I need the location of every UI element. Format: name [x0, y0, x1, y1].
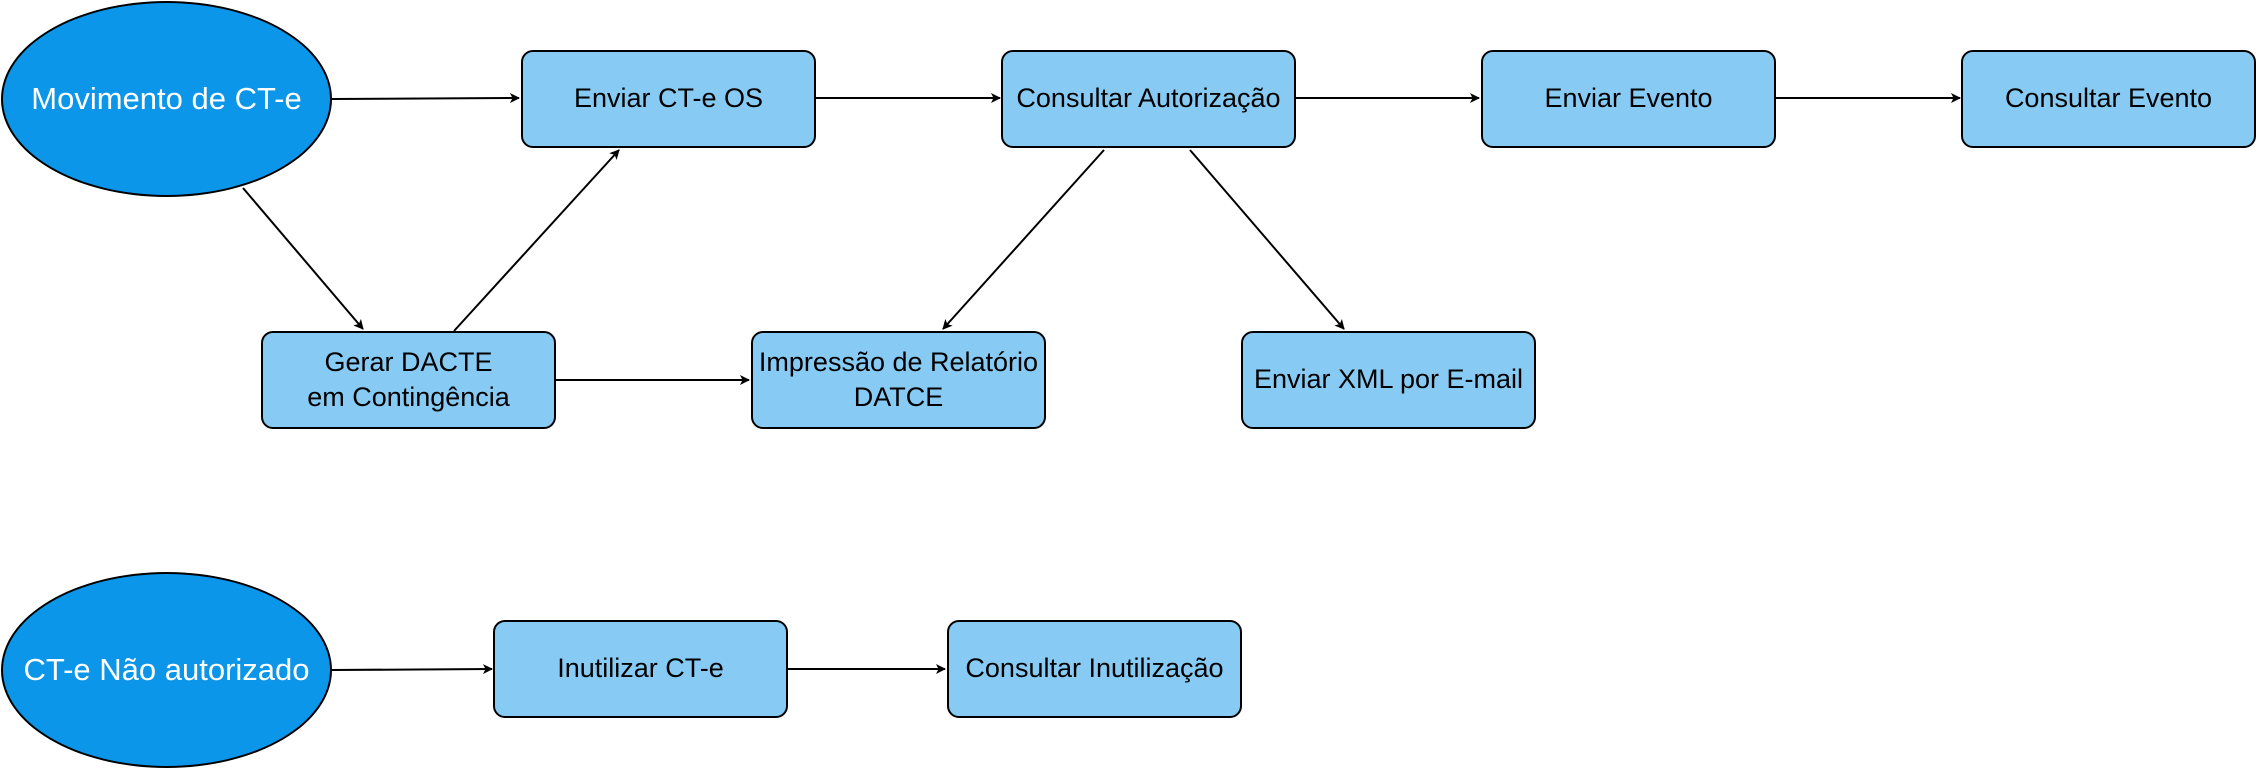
arrow-gerar-dacte-to-enviar-cte-os: [453, 149, 620, 332]
node-label: Movimento de CT-e: [31, 80, 302, 116]
node-label: Impressão de Relatório DATCE: [758, 346, 1039, 412]
step-gerar-dacte-em-contingencia[interactable]: Gerar DACTE em Contingência: [261, 331, 556, 429]
step-enviar-cte-os[interactable]: Enviar CT-e OS: [521, 50, 816, 148]
start-node-cte-nao-autorizado[interactable]: CT-e Não autorizado: [1, 572, 332, 768]
arrow-cte-nao-autorizado-to-inutilizar: [331, 664, 493, 675]
step-inutilizar-cte[interactable]: Inutilizar CT-e: [493, 620, 788, 718]
node-label: Enviar XML por E-mail: [1253, 364, 1524, 395]
node-label: Enviar CT-e OS: [573, 83, 764, 114]
node-label: Consultar Evento: [2004, 83, 2213, 114]
node-label: Gerar DACTE em Contingência: [307, 346, 510, 412]
step-impressao-de-relatorio[interactable]: Impressão de Relatório DATCE: [751, 331, 1046, 429]
arrow-movimento-to-enviar-cte-os: [331, 93, 520, 104]
step-enviar-xml-por-email[interactable]: Enviar XML por E-mail: [1241, 331, 1536, 429]
node-label: Consultar Inutilização: [965, 653, 1224, 684]
arrow-consultar-autorizacao-to-enviar-xml: [1189, 149, 1345, 330]
start-node-movimento-de-cte[interactable]: Movimento de CT-e: [1, 1, 332, 197]
step-consultar-autorizacao[interactable]: Consultar Autorização: [1001, 50, 1296, 148]
step-enviar-evento[interactable]: Enviar Evento: [1481, 50, 1776, 148]
node-label: Enviar Evento: [1544, 83, 1713, 114]
step-consultar-evento[interactable]: Consultar Evento: [1961, 50, 2256, 148]
node-label: CT-e Não autorizado: [23, 651, 310, 687]
arrow-movimento-to-gerar-dacte: [242, 187, 364, 330]
arrow-consultar-autorizacao-to-impressao: [942, 149, 1105, 330]
node-label: Inutilizar CT-e: [557, 653, 724, 684]
node-label: Consultar Autorização: [1016, 83, 1281, 114]
step-consultar-inutilizacao[interactable]: Consultar Inutilização: [947, 620, 1242, 718]
